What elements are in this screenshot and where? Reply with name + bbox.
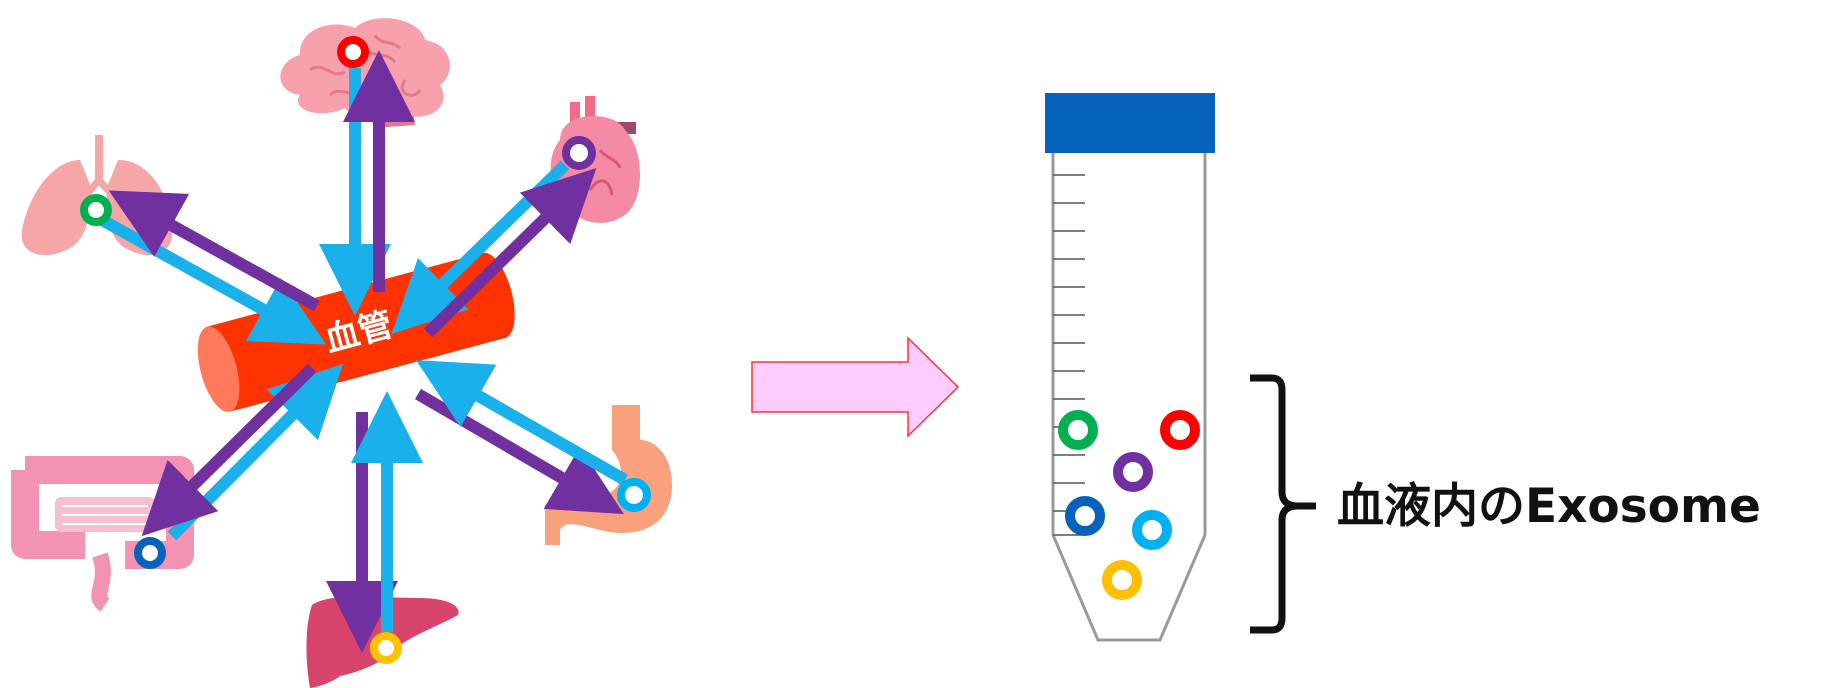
exosome-lungs: [84, 198, 108, 222]
tube-exosome: [1107, 565, 1137, 595]
transition-arrow: [752, 338, 958, 436]
curly-brace: [1250, 378, 1298, 630]
exosome-intestine: [138, 541, 162, 565]
exosome-brain: [341, 40, 365, 64]
exosome-heart: [566, 140, 592, 166]
tube-exosome: [1070, 501, 1100, 531]
exosome-liver: [374, 636, 398, 660]
intestine-icon: [25, 470, 180, 605]
tube-exosome: [1063, 415, 1093, 445]
tube-cap: [1045, 93, 1215, 153]
arrow-intestine-to-vessel: [172, 385, 322, 536]
exosome-label: 血液内のExosome: [1337, 479, 1761, 534]
exosome-stomach: [621, 482, 647, 508]
test-tube: [1045, 93, 1215, 640]
tube-exosome: [1165, 415, 1195, 445]
brain-icon: [280, 18, 449, 128]
tube-exosome: [1118, 457, 1148, 487]
tube-exosome: [1137, 515, 1167, 545]
